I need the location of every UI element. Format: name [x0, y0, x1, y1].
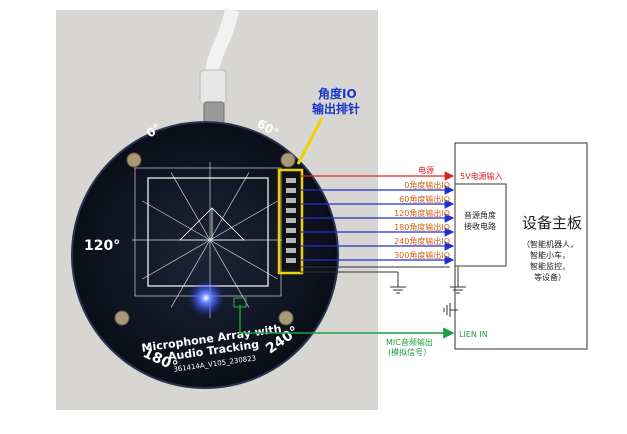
board-radial-line — [142, 239, 211, 280]
callout-arrow — [296, 117, 324, 165]
signal-label-5: 300角度输出IO — [394, 250, 450, 260]
signal-label-3: 180角度输出IO — [394, 222, 450, 232]
board-radial-line — [209, 200, 278, 241]
header-pin — [286, 248, 296, 253]
board-radial-line — [209, 172, 250, 241]
mic-label-line1: MIC音频输出 — [386, 337, 433, 347]
board-angle-0: 0° — [144, 121, 164, 141]
board-angle-120: 120° — [84, 238, 120, 254]
receiver-circuit-box — [454, 183, 507, 267]
callout-line2: 输出排针 — [312, 101, 360, 116]
power-target-label: 5V电源输入 — [460, 171, 503, 181]
main-board-desc-2: 智能小车， — [530, 250, 570, 260]
main-board-desc-4: 等设备） — [534, 272, 566, 282]
board-radial-line — [209, 239, 278, 280]
header-pin — [286, 188, 296, 193]
header-pin — [286, 218, 296, 223]
signal-label-2: 120角度输出IO — [394, 208, 450, 218]
led-glow — [188, 280, 224, 316]
callout-line1: 角度IO — [318, 86, 357, 101]
board-radial-line — [209, 239, 250, 308]
header-pins — [282, 172, 300, 268]
main-board-box — [454, 142, 588, 350]
mic-pad — [233, 297, 247, 308]
board-radial-line — [170, 172, 211, 241]
header-pin — [286, 208, 296, 213]
mic-target-label: LIEN IN — [459, 330, 488, 339]
signal-label-4: 240角度输出IO — [394, 236, 450, 246]
header-pin — [286, 178, 296, 183]
signal-label-0: 0角度输出IO — [404, 180, 450, 190]
board-radial-line — [142, 200, 211, 241]
receiver-line2: 接收电路 — [464, 221, 496, 231]
main-board-desc-1: （智能机器人， — [522, 239, 578, 249]
mic-wire — [239, 305, 455, 339]
board-radial-line — [170, 239, 211, 308]
header-pin — [286, 198, 296, 203]
screw-holes — [114, 152, 296, 326]
header-pin — [286, 258, 296, 263]
pcb-board: 0° 60° 120° 180° 240° Microphone Array w… — [71, 116, 339, 389]
mic-label-line2: (模拟信号） — [388, 347, 431, 357]
header-callout-box — [277, 168, 304, 275]
ground-wires — [300, 266, 466, 317]
main-board-title: 设备主板 — [522, 214, 582, 232]
signal-label-1: 60角度输出IO — [399, 194, 450, 204]
header-pin — [286, 238, 296, 243]
header-pin — [286, 228, 296, 233]
receiver-line1: 音源角度 — [464, 210, 496, 220]
power-label: 电源 — [418, 165, 434, 175]
main-board-desc-3: 智能监控， — [530, 261, 570, 271]
